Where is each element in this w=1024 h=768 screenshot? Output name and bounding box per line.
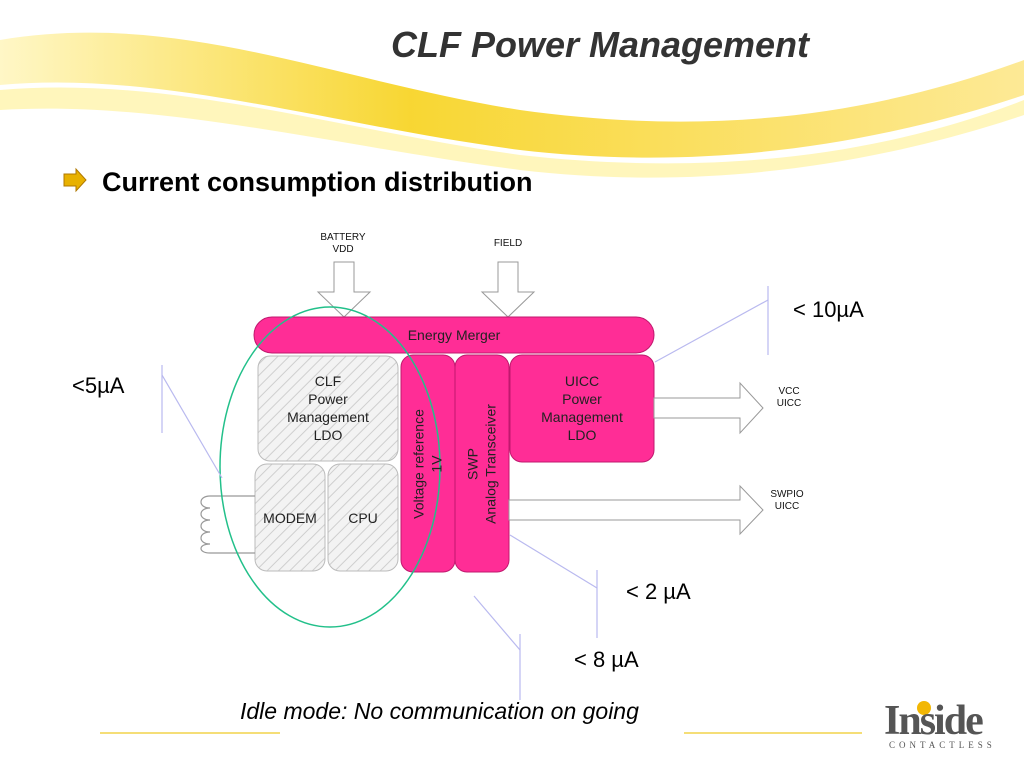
modem-block bbox=[254, 463, 326, 572]
cpu-block bbox=[327, 463, 399, 572]
field-input-arrow bbox=[480, 261, 536, 318]
vcc-output-arrow bbox=[653, 381, 764, 435]
footer-note: Idle mode: No communication on going bbox=[240, 698, 639, 724]
swpio-output-arrow bbox=[508, 484, 764, 536]
current-voltage-reference: < 8 µA bbox=[574, 647, 639, 672]
cpu-label: CPU bbox=[348, 510, 378, 526]
clf-ldo-block bbox=[257, 355, 399, 462]
vcc-uicc-label: VCC UICC bbox=[776, 386, 802, 409]
field-label: FIELD bbox=[493, 238, 523, 249]
swp-label: SWP Analog Transceiver bbox=[464, 404, 499, 524]
energy-merger-label: Energy Merger bbox=[407, 327, 501, 343]
clf-domain-ellipse bbox=[219, 306, 441, 628]
inside-logo-word: Inside bbox=[884, 698, 984, 744]
modem-label: MODEM bbox=[263, 510, 317, 526]
slide-title: CLF Power Management bbox=[390, 24, 810, 65]
swpio-uicc-label: SWPIO UICC bbox=[770, 489, 804, 512]
current-energy-merger: < 10µA bbox=[793, 297, 864, 322]
voltage-reference-label: Voltage reference 1V bbox=[410, 409, 445, 519]
clf-ldo-label: CLF Power Management LDO bbox=[287, 373, 369, 443]
energy-merger-block bbox=[253, 316, 655, 354]
bullet-arrow-icon bbox=[63, 167, 87, 193]
header-swoosh-light bbox=[0, 87, 1024, 178]
bullet-text: Current consumption distribution bbox=[102, 167, 533, 197]
inside-logo-sub: CONTACTLESS bbox=[889, 740, 996, 750]
logo-dot-icon bbox=[917, 701, 931, 715]
swp-block bbox=[454, 354, 510, 573]
antenna-coil-icon bbox=[200, 495, 255, 554]
battery-vdd-label: BATTERY VDD bbox=[320, 232, 366, 255]
battery-input-arrow bbox=[316, 261, 372, 318]
callout-lines bbox=[161, 286, 769, 700]
header-swoosh bbox=[0, 32, 1024, 158]
uicc-ldo-label: UICC Power Management LDO bbox=[541, 373, 623, 443]
current-swp: < 2 µA bbox=[626, 579, 691, 604]
current-clf-domain: <5µA bbox=[72, 373, 125, 398]
